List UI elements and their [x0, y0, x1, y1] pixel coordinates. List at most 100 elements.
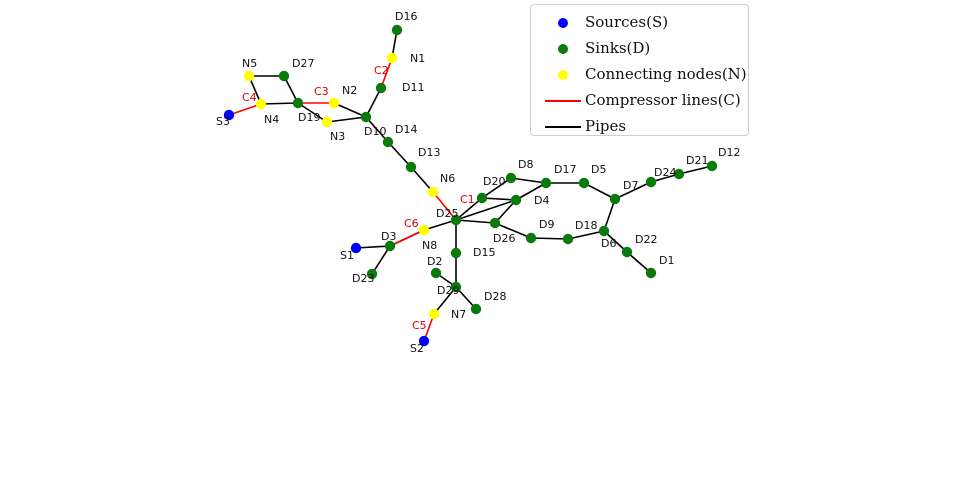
compressor-line-c1 — [432, 191, 457, 221]
pipe-n3-d10 — [326, 116, 367, 123]
node-n1 — [386, 52, 398, 64]
node-d11 — [375, 82, 387, 94]
pipe-d29-n7 — [433, 286, 457, 315]
node-n5 — [243, 70, 255, 82]
compressor-label-c3: C3 — [314, 85, 329, 98]
legend-label: Sinks(D) — [585, 39, 651, 57]
compressor-line-c2 — [380, 57, 393, 89]
node-label-d28: D28 — [484, 290, 506, 303]
sink-marker-icon — [558, 44, 568, 54]
node-d20 — [476, 192, 488, 204]
pipe-n4-d19 — [260, 102, 299, 105]
node-d25 — [450, 214, 462, 226]
node-label-d29: D29 — [437, 284, 459, 297]
legend-label: Connecting nodes(N) — [585, 65, 747, 83]
node-label-d10: D10 — [364, 125, 386, 138]
node-d21 — [673, 168, 685, 180]
legend-label: Pipes — [585, 117, 627, 135]
node-n7 — [428, 308, 440, 320]
node-d26 — [489, 217, 501, 229]
node-label-n8: N8 — [422, 239, 437, 252]
node-label-d25: D25 — [436, 207, 458, 220]
node-label-d26: D26 — [493, 232, 515, 245]
node-label-d5: D5 — [591, 163, 606, 176]
pipe-d25-n8 — [423, 219, 457, 231]
compressor-line-c6 — [389, 229, 425, 247]
node-label-d27: D27 — [292, 57, 314, 70]
node-label-d15: D15 — [473, 246, 495, 259]
node-label-n6: N6 — [440, 172, 455, 185]
compressor-label-c2: C2 — [374, 64, 389, 77]
compressor-label-c5: C5 — [412, 319, 427, 332]
source-marker-icon — [558, 18, 568, 28]
pipe-d22-d1 — [626, 251, 652, 274]
node-d24 — [645, 176, 657, 188]
legend: Sources(S) Sinks(D) Connecting nodes(N) … — [530, 4, 749, 136]
connecting-marker-icon — [558, 70, 568, 80]
node-label-n4: N4 — [264, 113, 279, 126]
node-label-d8: D8 — [518, 158, 533, 171]
node-d13 — [405, 161, 417, 173]
pipe-d20-d8 — [481, 177, 512, 199]
node-layer — [223, 24, 718, 347]
node-n8 — [418, 224, 430, 236]
node-d16 — [391, 24, 403, 36]
node-n6 — [427, 186, 439, 198]
node-d22 — [621, 246, 633, 258]
node-d29 — [450, 281, 462, 293]
legend-item-compressor-lines: Compressor lines(C) — [531, 88, 748, 114]
node-d3 — [384, 240, 396, 252]
node-label-n3: N3 — [330, 130, 345, 143]
node-d19 — [292, 97, 304, 109]
node-label-n5: N5 — [242, 57, 257, 70]
node-d28 — [470, 303, 482, 315]
pipe-d11-d10 — [365, 87, 382, 118]
pipe-d3-d23 — [371, 245, 391, 275]
node-d12 — [706, 160, 718, 172]
pipe-d18-d6 — [567, 230, 605, 240]
node-label-d14: D14 — [395, 123, 417, 136]
node-label-d9: D9 — [539, 218, 554, 231]
pipe-d7-d24 — [614, 181, 652, 200]
node-d9 — [525, 232, 537, 244]
compressor-label-c6: C6 — [404, 217, 419, 230]
pipe-line-icon — [545, 126, 581, 128]
node-label-d6: D6 — [601, 237, 616, 250]
node-label-s3: S3 — [216, 115, 230, 128]
node-d14 — [382, 136, 394, 148]
node-n4 — [255, 98, 267, 110]
node-d23 — [366, 268, 378, 280]
node-label-d21: D21 — [686, 154, 708, 167]
node-label-d11: D11 — [402, 81, 424, 94]
compressor-label-c4: C4 — [242, 91, 257, 104]
node-label-n7: N7 — [451, 308, 466, 321]
node-label-d1: D1 — [659, 254, 674, 267]
node-n2 — [328, 97, 340, 109]
legend-item-connecting-nodes: Connecting nodes(N) — [531, 62, 748, 88]
node-label-n2: N2 — [342, 84, 357, 97]
legend-item-sources: Sources(S) — [531, 10, 748, 36]
node-d27 — [278, 70, 290, 82]
pipe-d10-d14 — [365, 116, 389, 143]
node-s2 — [418, 335, 430, 347]
compressor-label-c1: C1 — [460, 193, 475, 206]
node-label-d19: D19 — [298, 111, 320, 124]
node-d5 — [578, 177, 590, 189]
pipe-d25-d20 — [455, 197, 483, 221]
node-d1 — [645, 267, 657, 279]
node-d7 — [609, 193, 621, 205]
node-label-d7: D7 — [623, 179, 638, 192]
node-d17 — [540, 177, 552, 189]
node-label-d23: D23 — [352, 272, 374, 285]
node-label-d17: D17 — [554, 163, 576, 176]
node-label-d24: D24 — [654, 166, 676, 179]
pipe-d21-d12 — [678, 165, 713, 175]
node-label-s2: S2 — [410, 342, 424, 355]
compressor-line-icon — [545, 100, 581, 102]
node-label-d12: D12 — [718, 146, 740, 159]
legend-item-sinks: Sinks(D) — [531, 36, 748, 62]
node-d2 — [430, 267, 442, 279]
pipe-d25-d4 — [455, 199, 517, 221]
